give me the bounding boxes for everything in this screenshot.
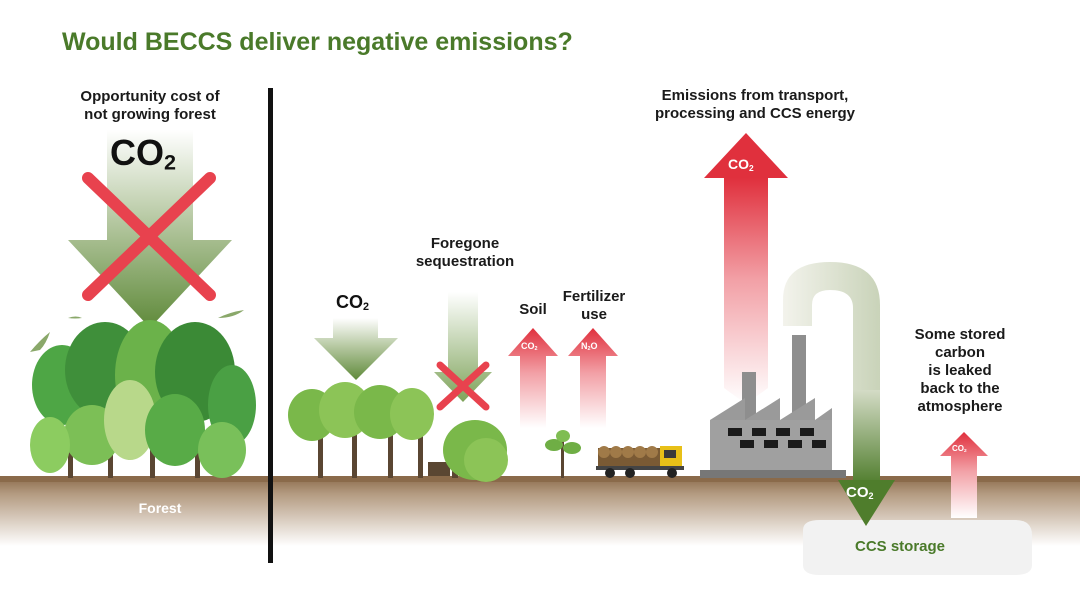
leak-co2-label: CO2	[952, 444, 967, 454]
fertilizer-n2o-label: N2O	[581, 341, 598, 353]
emissions-co2-arrow	[724, 178, 768, 404]
ccs-storage-reservoir	[803, 520, 1032, 575]
emissions-co2-label: CO2	[728, 156, 754, 173]
ground-surface	[0, 476, 1080, 482]
processing-factory	[700, 335, 846, 478]
ccs-pipe-down	[853, 390, 880, 485]
soil-co2-arrow	[508, 328, 558, 428]
forest-co2-label: CO2	[110, 132, 177, 175]
fertilizer-n2o-arrow	[568, 328, 618, 428]
crop-co2-label: CO2	[336, 292, 370, 314]
foregone-label: Foregone sequestration	[415, 235, 515, 270]
felled-tree	[428, 420, 508, 482]
forest-cross-icon	[82, 172, 216, 301]
logging-truck	[596, 446, 684, 478]
emissions-arrowhead	[704, 133, 788, 178]
soil-label: Soil	[519, 301, 547, 318]
ccs-storage-label: CCS storage	[854, 538, 946, 555]
soil-co2-label: CO2	[521, 341, 538, 353]
sapling	[545, 430, 581, 478]
fertilizer-label: Fertilizer use	[562, 288, 626, 323]
forest-label: Forest	[138, 500, 182, 516]
crop-co2-arrow	[314, 318, 398, 380]
leaked-label: Some stored carbon is leaked back to the…	[914, 326, 1006, 415]
ccs-co2-label: CO2	[846, 484, 874, 501]
leak-co2-arrow	[940, 432, 988, 518]
emissions-label: Emissions from transport, processing and…	[654, 87, 856, 122]
bird-icon	[30, 310, 244, 352]
forest-trees	[30, 320, 256, 478]
section-divider	[268, 88, 273, 563]
bioenergy-crop-row	[288, 382, 434, 478]
opportunity-cost-label: Opportunity cost of not growing forest	[80, 88, 220, 123]
ccs-storage-arrow	[838, 480, 895, 526]
page-title: Would BECCS deliver negative emissions?	[62, 28, 573, 56]
foregone-cross-icon	[436, 361, 490, 411]
